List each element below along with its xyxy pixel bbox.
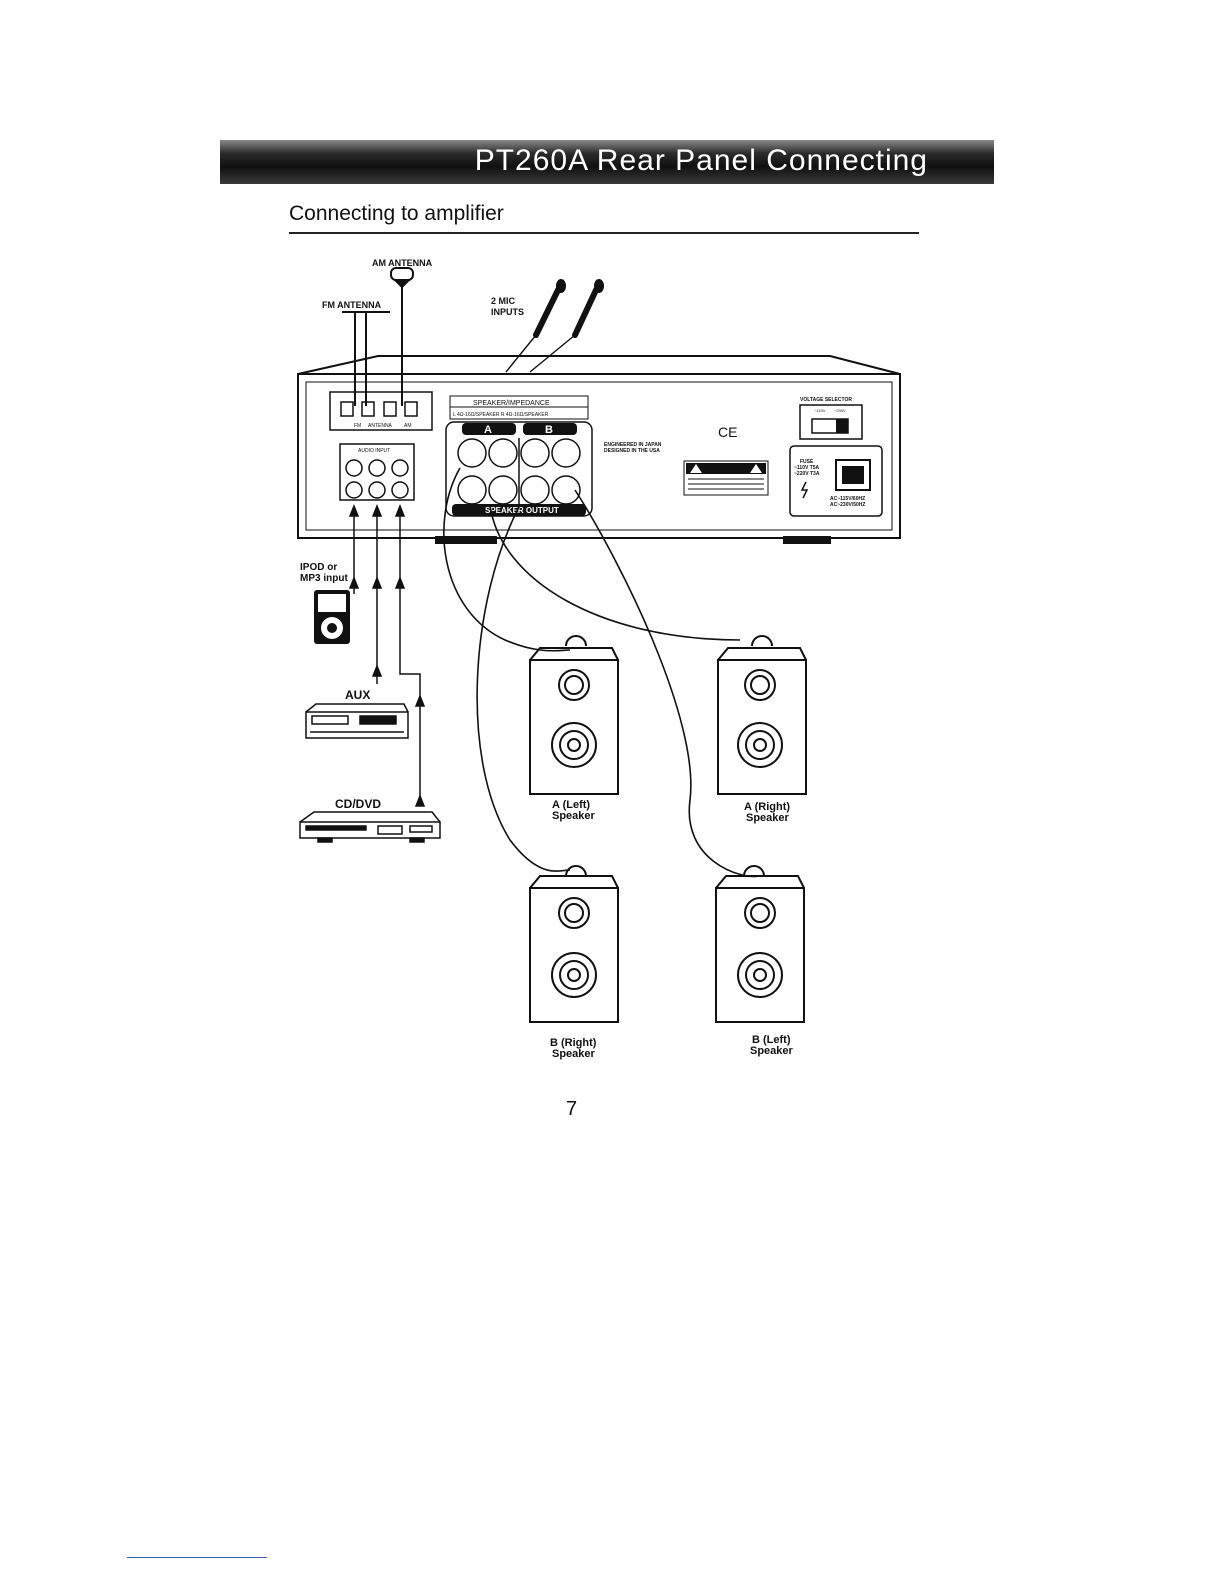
- ce-mark: CE: [718, 424, 737, 440]
- speaker-a-right: [717, 635, 807, 795]
- fuse-220-label: ~220V T3A: [794, 471, 820, 477]
- speaker-a-left: [529, 635, 619, 795]
- am-terminal-label: AM: [404, 423, 412, 429]
- antenna-terminal-label: ANTENNA: [368, 423, 393, 429]
- am-antenna: [390, 267, 414, 406]
- antenna-terminal-block: FM ANTENNA AM: [329, 391, 433, 431]
- fuse-label: FUSE: [800, 459, 814, 465]
- microphone-icon: [505, 279, 604, 373]
- speaker-b-right-label-2: Speaker: [552, 1048, 596, 1060]
- speaker-cables: [443, 467, 761, 878]
- page-number: 7: [566, 1098, 578, 1120]
- am-antenna-label: AM ANTENNA: [372, 258, 433, 268]
- speaker-a-right-label-1: A (Right): [744, 801, 790, 813]
- speaker-a-left-label-2: Speaker: [552, 810, 596, 822]
- speaker-b-right: [529, 865, 619, 1023]
- aux-device-icon: [305, 703, 409, 739]
- voltage-115-label: ~115V: [814, 408, 826, 413]
- terminal-b-label: B: [545, 424, 553, 436]
- voltage-selector: VOLTAGE SELECTOR ~115V ~230V: [799, 397, 863, 440]
- mic-inputs-label-2: INPUTS: [491, 307, 524, 317]
- speaker-a-left-label-1: A (Left): [552, 799, 590, 811]
- speaker-b-left-label-1: B (Left): [752, 1034, 791, 1046]
- ac-115-label: AC~115V/60HZ: [830, 496, 865, 502]
- aux-label: AUX: [345, 688, 370, 702]
- audio-input-block: AUDIO INPUT: [339, 443, 415, 501]
- speaker-a-right-label-2: Speaker: [746, 812, 790, 824]
- speaker-output-block: SPEAKER/IMPEDANCE L 4Ω-16Ω/SPEAKER R 4Ω-…: [445, 395, 593, 517]
- section-heading: Connecting to amplifier: [289, 202, 504, 225]
- ipod-label-1: IPOD or: [300, 562, 337, 573]
- impedance-detail-label: L 4Ω-16Ω/SPEAKER R 4Ω-16Ω/SPEAKER: [453, 412, 549, 418]
- fm-terminal-label: FM: [354, 423, 361, 429]
- speaker-b-left-label-2: Speaker: [750, 1045, 794, 1057]
- ac-230-label: AC~230V/50HZ: [830, 502, 865, 508]
- voltage-230-label: ~230V: [834, 408, 846, 413]
- title-bar: PT260A Rear Panel Connecting: [220, 140, 994, 184]
- terminal-a-label: A: [484, 424, 492, 436]
- section-divider: [289, 232, 919, 234]
- speaker-impedance-label: SPEAKER/IMPEDANCE: [473, 400, 550, 407]
- ipod-label-2: MP3 input: [300, 573, 348, 584]
- fm-antenna-label: FM ANTENNA: [322, 300, 382, 310]
- engineered-label: ENGINEERED IN JAPAN: [604, 442, 662, 448]
- voltage-selector-label: VOLTAGE SELECTOR: [800, 397, 852, 403]
- mic-inputs-label-1: 2 MIC: [491, 296, 516, 306]
- fuse-110-label: ~110V T5A: [794, 465, 820, 471]
- page-title: PT260A Rear Panel Connecting: [474, 144, 928, 177]
- speaker-b-left: [715, 865, 805, 1023]
- input-signal-lines: [348, 503, 426, 807]
- designed-label: DESIGNED IN THE USA: [604, 448, 660, 454]
- mp3-player-icon: [314, 590, 350, 644]
- footnote-divider: [127, 1557, 267, 1558]
- warning-label: [683, 460, 769, 496]
- fuse-power-block: FUSE ~110V T5A ~220V T3A AC~115V/60HZ AC…: [789, 445, 883, 517]
- audio-input-label: AUDIO INPUT: [358, 448, 390, 454]
- speaker-b-right-label-1: B (Right): [550, 1037, 597, 1049]
- speaker-output-label: SPEAKER OUTPUT: [485, 506, 559, 515]
- cd-dvd-label: CD/DVD: [335, 797, 381, 811]
- cd-dvd-player-icon: [299, 811, 441, 843]
